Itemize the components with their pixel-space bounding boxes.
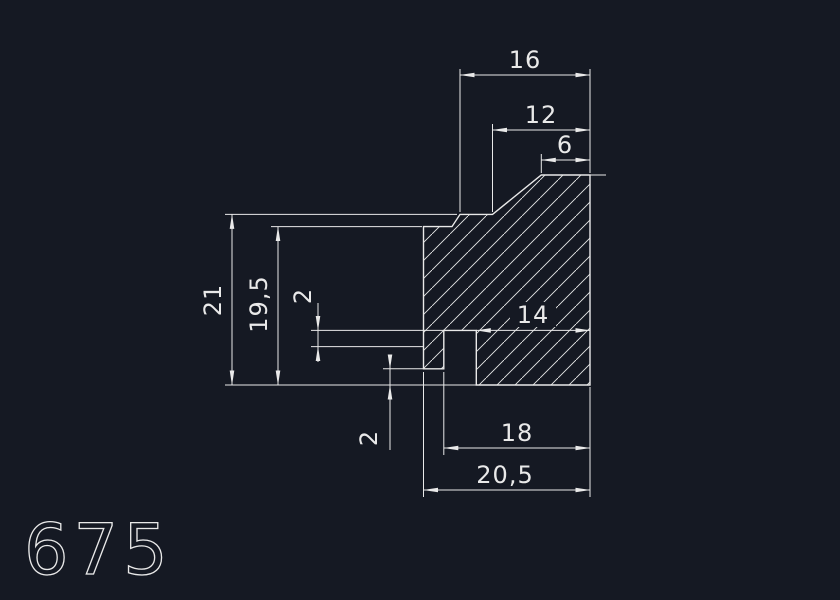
- dimension-overall-height: 21: [199, 213, 477, 386]
- dim-19-5-label: 19,5: [245, 275, 273, 332]
- dim-14-label: 14: [517, 301, 550, 329]
- dim-21-label: 21: [199, 284, 227, 317]
- dimension-mid-width: 12: [492, 101, 591, 212]
- part-number-label: 675: [24, 509, 173, 591]
- dim-2-left-label: 2: [289, 288, 317, 304]
- dimension-top-width: 16: [459, 46, 591, 212]
- dimension-chamfer-flat: 6: [540, 131, 591, 173]
- dimension-left-height: 19,5: [245, 226, 422, 386]
- dim-12-label: 12: [525, 101, 558, 129]
- dimension-groove-height: 2: [289, 288, 444, 362]
- dim-6-label: 6: [557, 131, 573, 159]
- dim-14-text-mask: [510, 302, 556, 327]
- dimension-leg-width: 14: [475, 301, 591, 333]
- dimension-overall-width: 20,5: [423, 372, 591, 497]
- dim-20-5-label: 20,5: [476, 461, 533, 489]
- dimension-bottom-width: 18: [443, 372, 591, 455]
- dim-2-bottom-label: 2: [355, 430, 383, 446]
- profile-outline: [422, 174, 591, 386]
- dim-16-label: 16: [509, 46, 542, 74]
- dimension-foot-offset: 2: [355, 354, 425, 450]
- dim-18-label: 18: [501, 419, 534, 447]
